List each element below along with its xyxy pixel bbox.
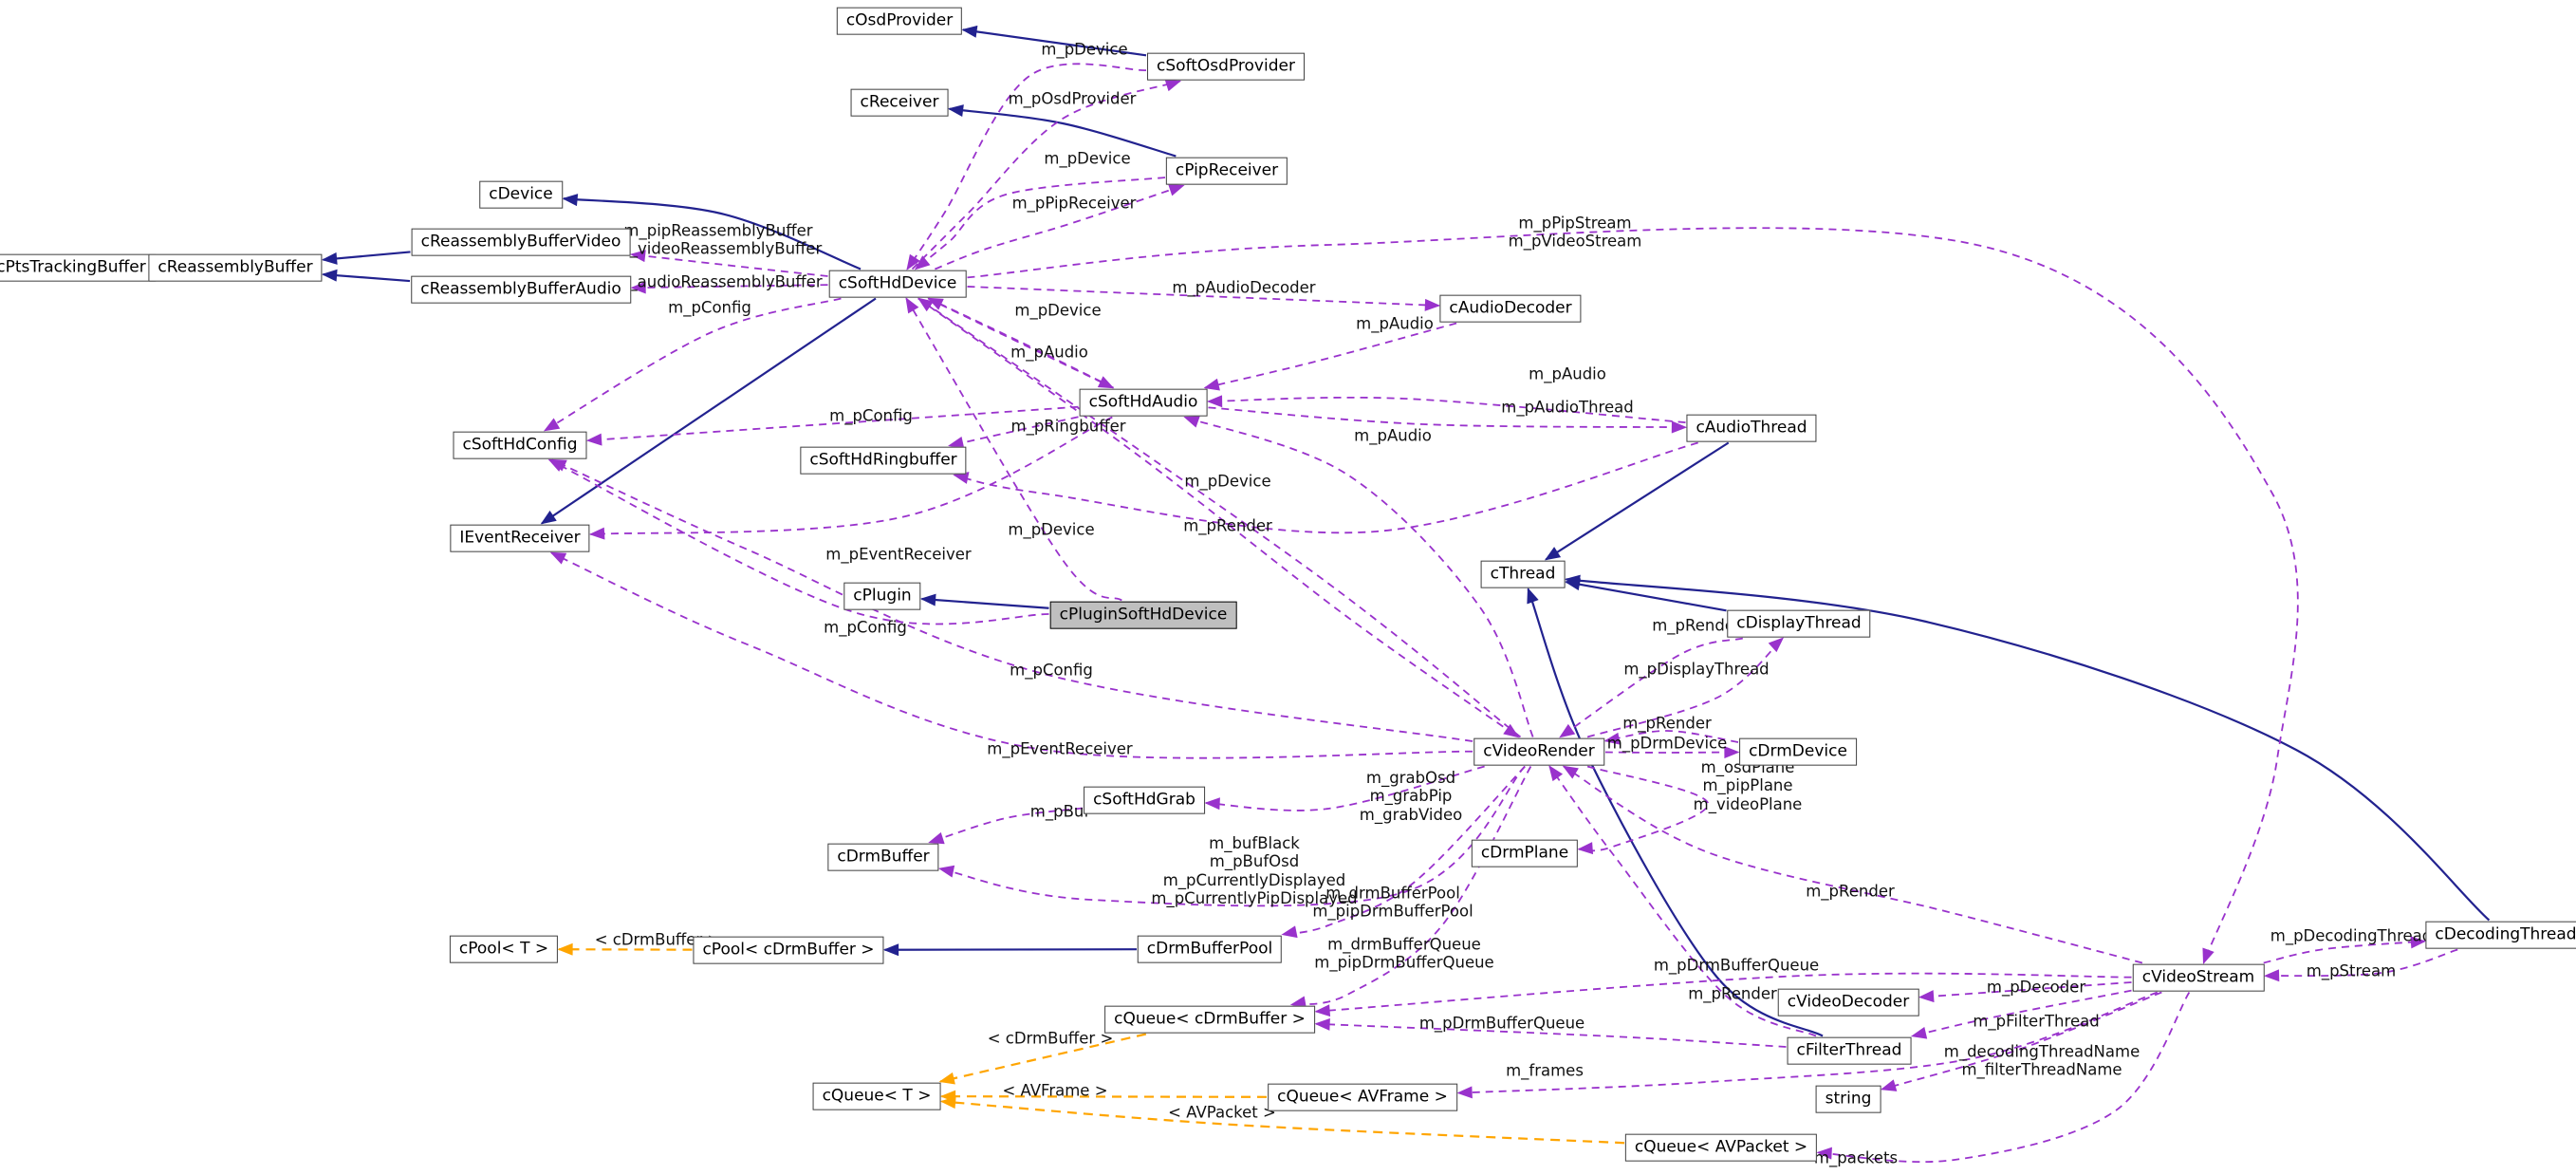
edge-use-cvr-cshc xyxy=(550,458,1473,742)
edge-use-cvr-cdrmdev xyxy=(1604,746,1740,759)
edge-use-cplshd-cshd xyxy=(905,297,1122,602)
node-cplugin[interactable]: cPlugin xyxy=(843,582,921,610)
edge-use-csha-cshd xyxy=(927,297,1114,389)
edge-use-cshd-cvs xyxy=(967,227,2299,965)
node-creassemblybuffervideo[interactable]: cReassemblyBufferVideo xyxy=(411,228,631,256)
node-cpool-cdrmbuffer[interactable]: cPool< cDrmBuffer > xyxy=(693,936,884,964)
node-cdrmbufferpool[interactable]: cDrmBufferPool xyxy=(1137,935,1283,963)
node-caudiodecoder[interactable]: cAudioDecoder xyxy=(1439,294,1582,323)
edge-use-cvs-cqdb xyxy=(1314,972,2132,1017)
node-cvideostream[interactable]: cVideoStream xyxy=(2132,963,2265,992)
edge-use-cvr-cdrmbuf xyxy=(937,765,1526,907)
node-ieventreceiver[interactable]: IEventReceiver xyxy=(450,524,590,552)
edge-use-cvs-cdecthr xyxy=(2263,936,2427,964)
node-caudiothread[interactable]: cAudioThread xyxy=(1686,414,1817,442)
edge-inherit-cfilthr-cthread xyxy=(1527,587,1824,1037)
edge-inherit-cdbp-cpooldb xyxy=(882,943,1138,957)
edge-use-cvs-cvr xyxy=(1562,765,2143,964)
edge-use-cdecthr-cvs xyxy=(2263,948,2458,982)
node-creceiver[interactable]: cReceiver xyxy=(850,88,949,117)
edge-use-cshd-caudec xyxy=(967,286,1441,311)
node-csoftosdprovider[interactable]: cSoftOsdProvider xyxy=(1147,52,1305,81)
edge-use-cshd-cvr xyxy=(917,297,1520,738)
edge-use-cvr-cdispthr xyxy=(1586,637,1785,738)
edge-use-csha-cshring xyxy=(948,416,1079,449)
node-csofthdaudio[interactable]: cSoftHdAudio xyxy=(1079,388,1208,417)
node-cqueue-t[interactable]: cQueue< T > xyxy=(812,1082,941,1110)
node-cdisplaythread[interactable]: cDisplayThread xyxy=(1727,609,1871,638)
node-cdevice[interactable]: cDevice xyxy=(479,180,563,209)
edge-use-csha-cshc xyxy=(585,405,1079,446)
edge-use-cauthr-cshring xyxy=(953,441,1698,534)
edge-use-cshd-cshc xyxy=(543,297,842,432)
edge-use-cvr-ievt xyxy=(549,551,1473,759)
node-string[interactable]: string xyxy=(1815,1085,1881,1113)
edge-inherit-cdispthr-cthread xyxy=(1564,578,1727,612)
edge-template-cqavp-cqt xyxy=(939,1096,1625,1145)
edge-use-cvs-cqavp xyxy=(1816,992,2191,1164)
node-cdrmbuffer[interactable]: cDrmBuffer xyxy=(827,843,939,871)
edge-use-cshd-csoftosd xyxy=(911,79,1182,270)
node-cvideorender[interactable]: cVideoRender xyxy=(1473,737,1604,766)
node-cqueue-avframe[interactable]: cQueue< AVFrame > xyxy=(1268,1083,1457,1111)
edge-template-cqdb-cqt xyxy=(938,1033,1147,1085)
edge-use-cgrab-cdrmbuf xyxy=(928,807,1084,845)
edge-use-csha-cauthr xyxy=(1208,406,1688,434)
edge-use-cvs-cvdec xyxy=(1918,981,2132,1003)
edge-use-cvr-cgrab xyxy=(1204,765,1485,811)
edge-use-cvs-str xyxy=(1880,991,2162,1091)
edge-use-cvr-cdbp xyxy=(1281,765,1526,939)
node-cthread[interactable]: cThread xyxy=(1480,560,1566,588)
edge-use-caudec-csha xyxy=(1203,322,1457,391)
edge-use-cauthr-csha xyxy=(1206,395,1686,424)
edge-use-cdispthr-cvr xyxy=(1559,637,1744,738)
node-cpool-t[interactable]: cPool< T > xyxy=(449,935,559,963)
edge-use-cpip-cshd xyxy=(914,177,1166,270)
node-creassemblybuffer[interactable]: cReassemblyBuffer xyxy=(148,253,323,282)
node-csofthddevice[interactable]: cSoftHdDevice xyxy=(828,270,967,298)
node-cdrmdevice[interactable]: cDrmDevice xyxy=(1739,737,1857,766)
node-cqueue-cdrmbuffer[interactable]: cQueue< cDrmBuffer > xyxy=(1104,1005,1315,1034)
edge-use-cplshd-cshc xyxy=(547,458,1049,625)
edge-use-cfilthr-cvr xyxy=(1548,765,1817,1037)
node-csofthdconfig[interactable]: cSoftHdConfig xyxy=(453,431,587,459)
edge-use-cfilthr-cqdb xyxy=(1314,1017,1787,1048)
node-cptstrackingbuffer[interactable]: cPtsTrackingBuffer xyxy=(0,253,156,282)
edge-use-cvs-cfilthr xyxy=(1910,989,2132,1039)
edge-use-cshd-creasv xyxy=(629,250,828,277)
edge-inherit-cshd-ievt xyxy=(540,297,877,525)
node-cpluginsofthddevice[interactable]: cPluginSoftHdDevice xyxy=(1049,601,1237,629)
edge-use-cvr-cqdb xyxy=(1289,766,1532,1009)
node-cosdprovider[interactable]: cOsdProvider xyxy=(836,7,963,35)
node-creassemblybufferaudio[interactable]: cReassemblyBufferAudio xyxy=(411,275,631,304)
edge-use-cshd-cpip xyxy=(935,184,1185,270)
edge-use-cvr-cshd xyxy=(917,297,1522,738)
node-csofthdringbuffer[interactable]: cSoftHdRingbuffer xyxy=(800,446,967,475)
edge-use-cshd-creasa xyxy=(630,281,828,294)
edge-use-cvr-cdrmplane xyxy=(1577,765,1709,855)
edge-inherit-creasv-creas xyxy=(321,251,411,265)
edge-inherit-cshd-cdev xyxy=(562,194,862,270)
node-cfilterthread[interactable]: cFilterThread xyxy=(1787,1036,1912,1065)
edge-inherit-creasa-creas xyxy=(321,269,411,283)
edge-template-cqavf-cqt xyxy=(939,1090,1268,1103)
edge-inherit-csoftosd-cosd xyxy=(961,25,1147,57)
edge-use-cdrmdev-cvr xyxy=(1603,730,1739,745)
node-cpipreceiver[interactable]: cPipReceiver xyxy=(1165,157,1288,185)
node-cvideodecoder[interactable]: cVideoDecoder xyxy=(1777,988,1919,1016)
node-cdecodingthread[interactable]: cDecodingThread xyxy=(2425,921,2576,949)
edge-inherit-cplshd-cplugin xyxy=(919,593,1049,609)
edge-inherit-cauthr-cthread xyxy=(1544,441,1730,561)
node-cdrmplane[interactable]: cDrmPlane xyxy=(1471,839,1579,867)
edge-use-csha-ievt xyxy=(588,416,1113,540)
edge-inherit-cdecthr-cthread xyxy=(1564,574,2491,922)
edge-use-cvr-csha xyxy=(1183,416,1534,737)
edge-inherit-cpip-crecv xyxy=(947,104,1177,158)
node-cqueue-avpacket[interactable]: cQueue< AVPacket > xyxy=(1624,1133,1818,1162)
node-csofthdgrab[interactable]: cSoftHdGrab xyxy=(1084,786,1205,814)
